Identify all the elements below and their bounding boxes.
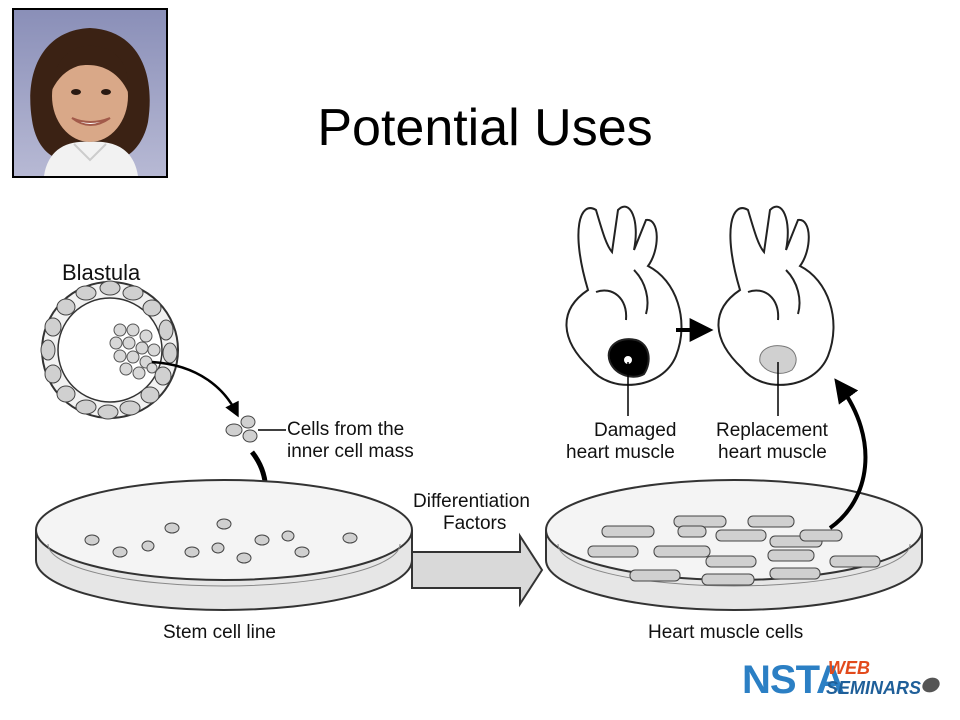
implant-arrow (828, 378, 868, 530)
inner-cells-label-line2: inner cell mass (287, 441, 414, 462)
blastula (40, 280, 179, 420)
slide-title: Potential Uses (317, 99, 653, 157)
diff-label-line2: Factors (443, 513, 506, 534)
differentiation-arrow (411, 532, 544, 608)
mouse-icon (919, 674, 943, 696)
heart-muscle-cells (587, 515, 881, 586)
logo-web-text: WEB (828, 658, 870, 678)
stem-cells (84, 518, 358, 564)
logo-seminars-text: SEMINARS (826, 678, 922, 698)
diff-label-line1: Differentiation (413, 491, 530, 512)
logo-nsta-text: NSTA (742, 658, 845, 702)
stem-cell-dish (35, 479, 413, 611)
blastula-label: Blastula (62, 260, 141, 285)
replacement-label-line2: heart muscle (718, 442, 827, 463)
heart-dish-label: Heart muscle cells (648, 622, 803, 643)
inner-cells-label-line1: Cells from the (287, 419, 404, 440)
inner-cells (225, 415, 258, 443)
nsta-web-seminars-logo: NSTA WEB SEMINARS (738, 656, 948, 706)
damaged-label-line2: heart muscle (566, 442, 675, 463)
presenter-photo-art (14, 10, 166, 176)
presenter-photo (12, 8, 168, 178)
extraction-arrow (151, 360, 239, 418)
damaged-label-line1: Damaged (594, 420, 676, 441)
replacement-heart (717, 205, 835, 386)
damaged-heart (565, 205, 683, 386)
stem-cell-diagram: Blastula Cells from the inner cell mass … (35, 205, 923, 643)
stem-dish-label: Stem cell line (163, 622, 276, 643)
heart-muscle-dish (545, 479, 923, 611)
replacement-label-line1: Replacement (716, 420, 829, 441)
